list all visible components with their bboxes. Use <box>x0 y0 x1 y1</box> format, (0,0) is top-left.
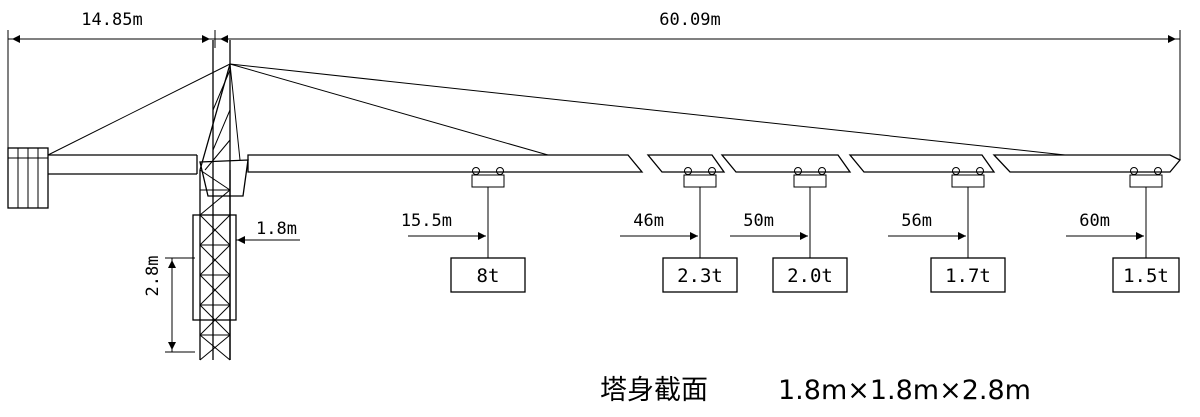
tower-head <box>199 40 231 360</box>
load-box <box>662 257 738 293</box>
caption-label: 塔身截面 <box>600 375 708 406</box>
radius-label: 60m <box>1079 211 1110 231</box>
load-value: 2.3t <box>677 265 723 287</box>
trolley-body <box>471 174 505 188</box>
caption-value: 1.8m×1.8m×2.8m <box>778 375 1031 406</box>
counter-jib-length-label: 14.85m <box>81 10 142 30</box>
top-dimension-lines <box>7 30 1181 160</box>
load-point-4: 1.7t 56m <box>888 167 1006 293</box>
trolley-wheel <box>794 167 802 175</box>
trolley-body <box>951 174 985 188</box>
load-box <box>450 257 526 293</box>
section-width-label: 1.8m <box>256 219 297 239</box>
load-box <box>772 257 848 293</box>
radius-label: 56m <box>901 211 932 231</box>
load-point-1: 8t 15.5m <box>401 167 526 293</box>
counterweight <box>7 147 49 209</box>
load-value: 2.0t <box>787 265 833 287</box>
trolley-wheel <box>684 167 692 175</box>
load-value: 1.7t <box>945 265 991 287</box>
radius-label: 46m <box>633 211 664 231</box>
trolley-wheel <box>952 167 960 175</box>
trolley-wheel <box>1130 167 1138 175</box>
radius-label: 50m <box>743 211 774 231</box>
operator-cab <box>199 159 249 197</box>
trolley-wheel <box>1154 167 1162 175</box>
load-box <box>930 257 1006 293</box>
trolley-body <box>793 174 827 188</box>
load-points: 8t 15.5m 2.3t 46m 2.0t 50m 1.7t 56m 1.5t 60m <box>401 167 1180 293</box>
load-box <box>1112 257 1180 293</box>
trolley-wheel <box>472 167 480 175</box>
section-height-label: 2.8m <box>143 256 163 297</box>
jib-sections <box>247 154 1182 173</box>
trolley-body <box>1129 174 1163 188</box>
load-value: 8t <box>477 265 500 287</box>
load-value: 1.5t <box>1123 265 1169 287</box>
trolley-wheel <box>976 167 984 175</box>
trolley-wheel <box>496 167 504 175</box>
load-point-5: 1.5t 60m <box>1066 167 1180 293</box>
load-point-3: 2.0t 50m <box>730 167 848 293</box>
section-height-dimension <box>165 257 195 353</box>
radius-label: 15.5m <box>401 211 452 231</box>
trolley-wheel <box>818 167 826 175</box>
jib-length-label: 60.09m <box>659 10 720 30</box>
tower-mast <box>192 169 237 361</box>
load-point-2: 2.3t 46m <box>620 167 738 293</box>
trolley-wheel <box>708 167 716 175</box>
tie-cables <box>47 63 1066 161</box>
trolley-body <box>683 174 717 188</box>
counter-jib <box>48 154 198 175</box>
